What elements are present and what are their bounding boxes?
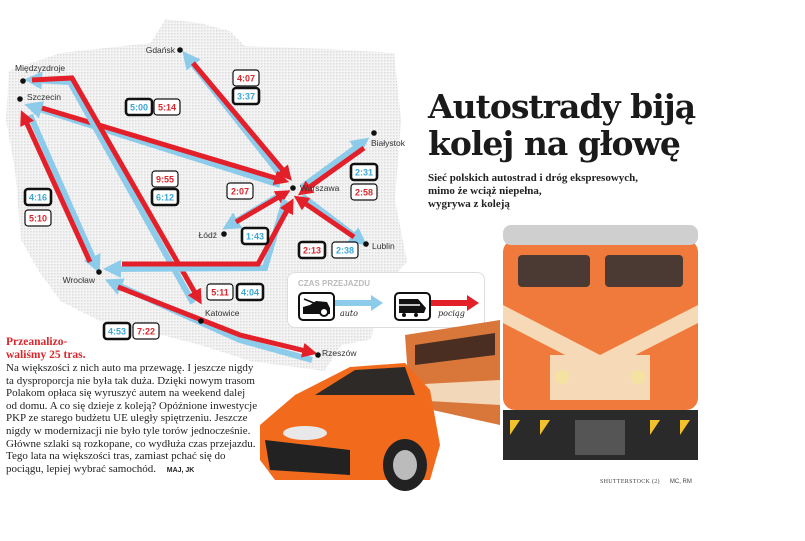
train-time-box: 5:14 [153,98,181,116]
car-time: 1:43 [246,232,264,242]
car-photo [260,363,440,491]
train-icon [394,292,431,321]
car-time-box: 6:12 [150,187,180,207]
lead-headline: Przeanalizo- [6,336,68,348]
city-label: Wrocław [63,275,96,285]
city-dot [371,130,377,136]
train-time: 9:55 [156,175,174,185]
route-train-line [20,110,93,264]
car-time-box: 3:37 [231,86,261,106]
city-dot [221,231,227,237]
train-time: 2:13 [303,246,321,256]
car-icon [298,292,335,321]
car-time: 4:04 [241,288,259,298]
lead-article: Przeanalizo- waliśmy 25 tras. Na większo… [6,336,258,477]
credits: SHUTTERSTOCK (2) MC, RM [600,479,692,485]
car-time-box: 1:43 [240,226,270,246]
city-dot [363,241,369,247]
city-dot [20,78,26,84]
subtitle: Sieć polskich autostrad i dróg ekspresow… [428,172,639,210]
train-time-box: 5:11 [206,283,234,301]
city-label: Łódź [199,230,217,240]
train-time: 4:07 [237,74,255,84]
train-time-box: 2:58 [350,183,378,201]
city-label: Rzeszów [322,348,357,358]
train-time-box: 2:07 [226,182,254,200]
legend-box: CZAS PRZEJAZDU auto pociąg [287,272,485,328]
lead-author: MAJ, JK [166,466,195,474]
city-label: Białystok [371,138,406,148]
car-time-box: 4:04 [235,282,265,302]
author-credit: MC, RM [669,479,692,485]
train-arrow [431,295,479,311]
train-time-box: 2:13 [297,240,327,260]
lead-body: Na większości z nich auto ma przewagę. I… [6,362,258,475]
city-label: Katowice [205,308,240,318]
train-time-box: 4:07 [232,69,260,87]
train-time: 7:22 [137,327,155,337]
legend-car-label: auto [340,309,358,318]
car-time: 3:37 [237,92,255,102]
car-arrow [335,295,383,311]
legend-train-label: pociąg [438,309,465,318]
city-label: Gdańsk [146,45,176,55]
route-train-line [293,195,356,240]
train-time-box: 9:55 [151,170,179,188]
route-train-line [122,198,294,267]
city-label: Lublin [372,241,395,251]
city-dot [17,96,23,102]
car-time: 2:38 [336,246,354,256]
car-time-box: 5:00 [124,97,154,117]
route-train-line [117,284,318,358]
route-train-line [31,75,202,305]
route-train-line [234,190,291,225]
city-dot [198,318,204,324]
locomotive-photo [405,225,698,460]
route-train-line [297,145,366,196]
train-time: 5:11 [211,288,229,298]
photo-credit: SHUTTERSTOCK (2) [600,479,660,485]
car-time-box: 4:16 [23,187,53,207]
train-time-box: 7:22 [132,322,160,340]
train-time: 2:58 [355,188,373,198]
route-train-line [191,61,292,181]
city-dot [315,352,321,358]
train-time: 2:07 [231,187,249,197]
car-time: 4:16 [29,193,47,203]
city-label: Międzyzdroje [15,63,65,73]
car-time-box: 2:31 [349,162,379,182]
city-dot [290,185,296,191]
car-time: 5:00 [130,103,148,113]
route-car-line [27,113,101,274]
city-dot [177,47,183,53]
lead-headline-2: waliśmy 25 tras. [6,349,86,361]
car-time-box: 4:53 [102,321,132,341]
train-time: 5:14 [158,103,176,113]
car-time: 6:12 [156,193,174,203]
car-time: 2:31 [355,168,373,178]
route-train-line [41,105,290,186]
city-label: Warszawa [300,183,340,193]
car-time-box: 2:38 [331,241,359,259]
city-label: Szczecin [27,92,61,102]
city-dot [96,269,102,275]
legend-title: CZAS PRZEJAZDU [298,279,371,288]
train-time: 5:10 [29,214,47,224]
car-time: 4:53 [108,327,126,337]
route-car-line [300,137,370,190]
train-time-box: 5:10 [24,209,52,227]
